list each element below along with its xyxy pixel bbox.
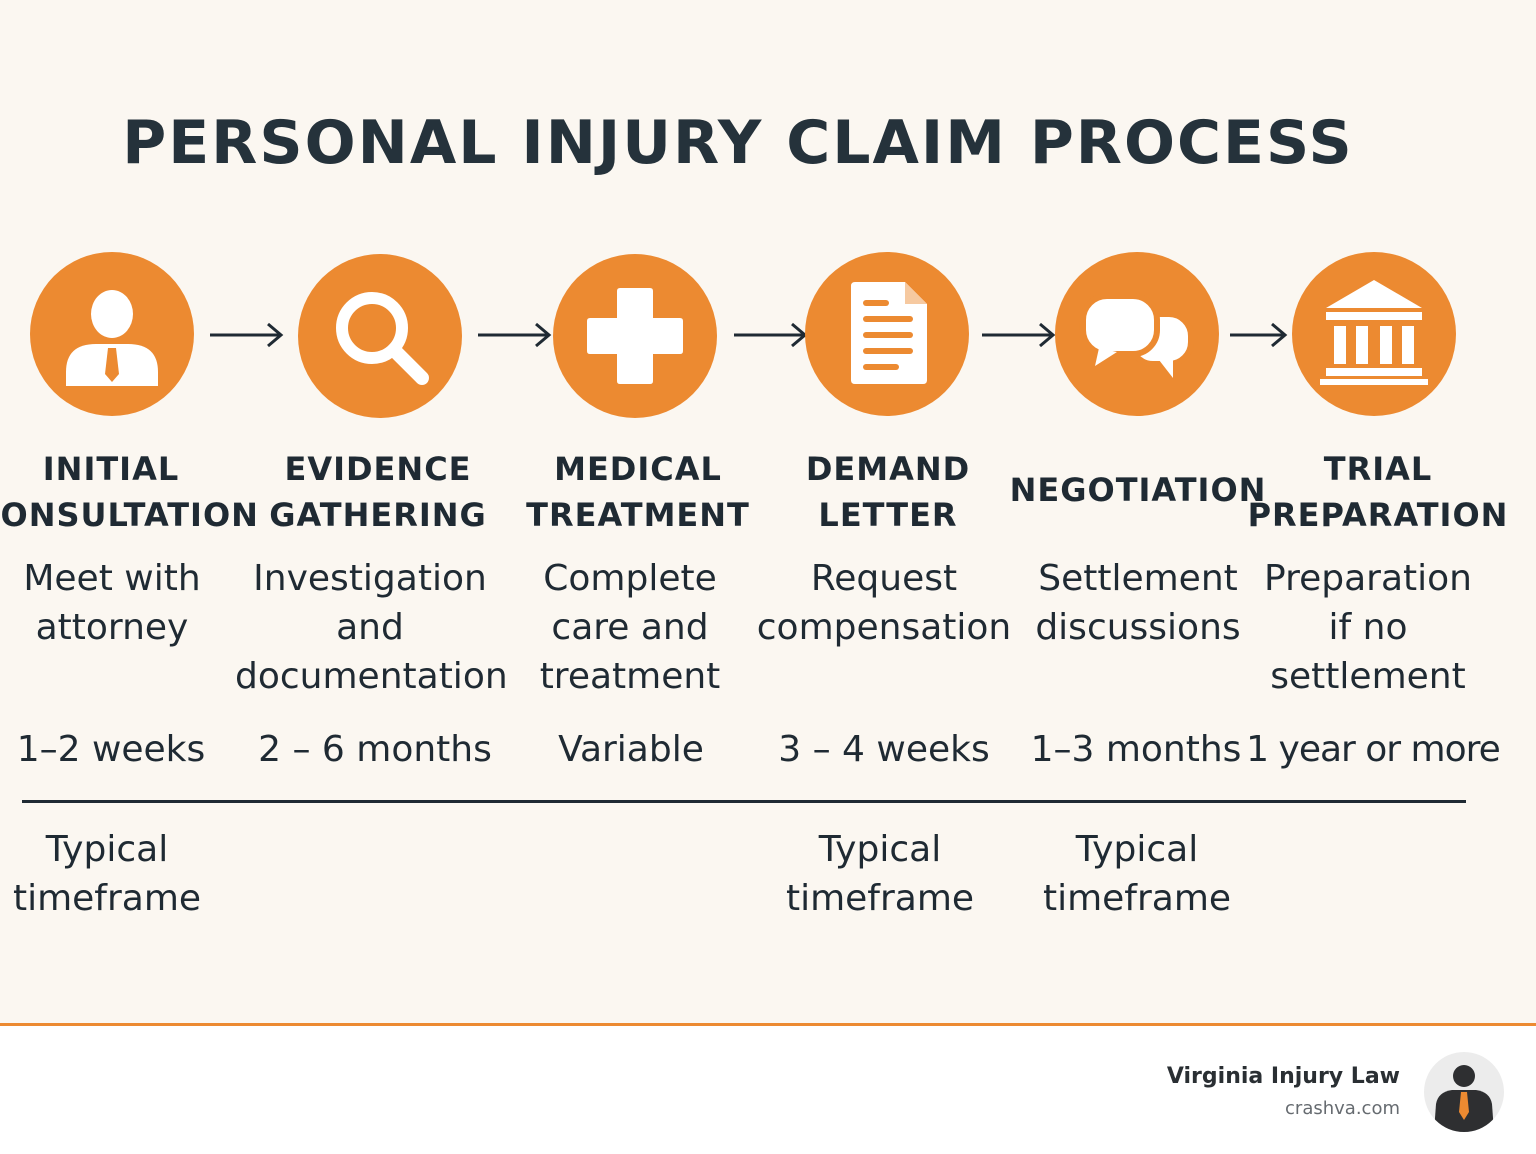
step-title-medical-treatment: MEDICAL TREATMENT bbox=[526, 450, 750, 534]
timeframe-label: Typical timeframe bbox=[12, 829, 202, 919]
step-desc-initial-consultation: Meet with attorney bbox=[23, 558, 201, 648]
step-negotiation-circle bbox=[1055, 252, 1219, 416]
step-time-trial-preparation: 1 year or more bbox=[1246, 729, 1501, 770]
arrow-4 bbox=[980, 318, 1056, 352]
step-title-evidence-gathering: EVIDENCE GATHERING bbox=[269, 450, 487, 534]
timeframe-label: Typical timeframe bbox=[1042, 829, 1232, 919]
step-title-demand-letter: DEMAND LETTER bbox=[805, 450, 971, 534]
step-time-initial-consultation: 1–2 weeks bbox=[16, 729, 206, 770]
step-time-demand-letter: 3 – 4 weeks bbox=[778, 729, 990, 770]
footer-divider bbox=[0, 1023, 1536, 1026]
step-time-evidence-gathering: 2 – 6 months bbox=[258, 729, 492, 770]
step-trial-preparation-circle bbox=[1292, 252, 1456, 416]
brand-name: Virginia Injury Law bbox=[1166, 1064, 1400, 1089]
arrow-3 bbox=[732, 318, 808, 352]
magnifying-glass-icon bbox=[336, 292, 429, 385]
medical-cross-icon bbox=[587, 288, 683, 384]
step-medical-treatment-circle bbox=[553, 254, 717, 418]
attorney-avatar-icon bbox=[1424, 1052, 1504, 1132]
step-time-negotiation: 1–3 months bbox=[1030, 729, 1242, 770]
arrow-5 bbox=[1228, 318, 1304, 352]
document-icon bbox=[851, 282, 927, 384]
arrow-2 bbox=[476, 318, 552, 352]
timeframe-label: Typical timeframe bbox=[785, 829, 975, 919]
brand-url: crashva.com bbox=[1285, 1098, 1400, 1119]
step-evidence-gathering-circle bbox=[298, 254, 462, 418]
arrow-1 bbox=[208, 318, 284, 352]
page-title: PERSONAL INJURY CLAIM PROCESS bbox=[122, 108, 1354, 178]
step-title-negotiation: NEGOTIATION bbox=[1009, 471, 1267, 509]
step-initial-consultation-circle bbox=[30, 252, 194, 416]
footer bbox=[0, 1026, 1536, 1154]
step-time-medical-treatment: Variable bbox=[558, 729, 704, 770]
step-title-initial-consultation: INITIAL CONSULTATION bbox=[0, 450, 259, 534]
timeline-divider bbox=[22, 800, 1466, 803]
step-desc-evidence-gathering: Investigation and documentation bbox=[235, 558, 508, 697]
step-demand-letter-circle bbox=[805, 252, 969, 416]
chat-bubbles-icon bbox=[1080, 293, 1194, 378]
step-desc-trial-preparation: Preparation if no settlement bbox=[1264, 558, 1472, 697]
step-desc-medical-treatment: Complete care and treatment bbox=[539, 558, 721, 697]
step-title-trial-preparation: TRIAL PREPARATION bbox=[1247, 450, 1509, 534]
step-desc-negotiation: Settlement discussions bbox=[1035, 558, 1241, 648]
step-desc-demand-letter: Request compensation bbox=[756, 558, 1012, 648]
person-with-tie-icon bbox=[66, 290, 158, 386]
courthouse-icon bbox=[1320, 280, 1428, 385]
